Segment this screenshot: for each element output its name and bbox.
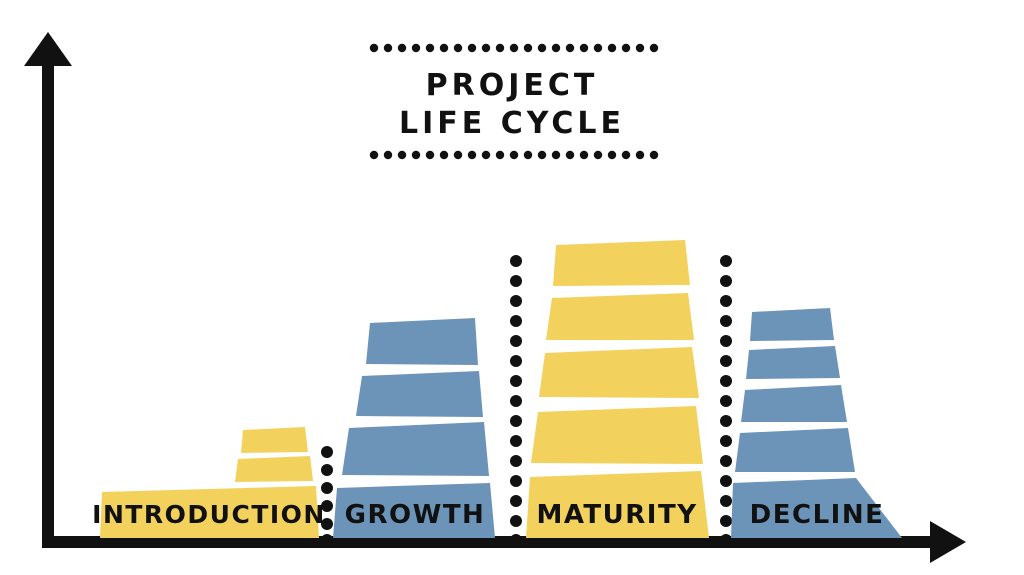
maturity-block-1 bbox=[526, 471, 709, 538]
decline-label: DECLINE bbox=[750, 500, 885, 530]
decline-block-3 bbox=[741, 385, 847, 422]
title-line-1: PROJECT bbox=[426, 68, 599, 103]
introduction-block-1 bbox=[100, 486, 319, 538]
title-dotted-line-top bbox=[369, 43, 659, 53]
divider-growth-maturity bbox=[510, 255, 522, 546]
stage-maturity[interactable]: MATURITY bbox=[526, 240, 709, 538]
title-block: PROJECT LIFE CYCLE bbox=[369, 43, 659, 160]
horizontal-axis-arrow bbox=[42, 521, 966, 563]
growth-block-3 bbox=[356, 371, 483, 417]
growth-block-4 bbox=[366, 318, 478, 365]
title-line-2: LIFE CYCLE bbox=[399, 106, 625, 141]
title-dotted-line-bottom bbox=[369, 150, 659, 160]
introduction-label: INTRODUCTION bbox=[92, 500, 326, 529]
vertical-axis-arrow bbox=[24, 32, 72, 548]
decline-block-4 bbox=[746, 346, 840, 379]
growth-block-2 bbox=[342, 422, 489, 476]
maturity-block-2 bbox=[531, 406, 703, 464]
stage-growth[interactable]: GROWTH bbox=[333, 318, 495, 538]
maturity-label: MATURITY bbox=[536, 500, 697, 530]
maturity-block-3 bbox=[539, 347, 699, 398]
growth-label: GROWTH bbox=[345, 500, 486, 530]
maturity-block-4 bbox=[546, 293, 694, 340]
maturity-block-5 bbox=[553, 240, 690, 286]
introduction-block-3 bbox=[241, 427, 308, 453]
decline-block-1 bbox=[731, 478, 902, 538]
divider-introduction-growth bbox=[321, 446, 333, 546]
divider-maturity-decline bbox=[720, 255, 732, 546]
growth-block-1 bbox=[333, 483, 495, 538]
decline-block-2 bbox=[735, 428, 855, 472]
introduction-block-2 bbox=[235, 456, 313, 482]
stage-decline[interactable]: DECLINE bbox=[731, 308, 902, 538]
stage-introduction[interactable]: INTRODUCTION bbox=[92, 427, 326, 538]
decline-block-5 bbox=[750, 308, 834, 341]
